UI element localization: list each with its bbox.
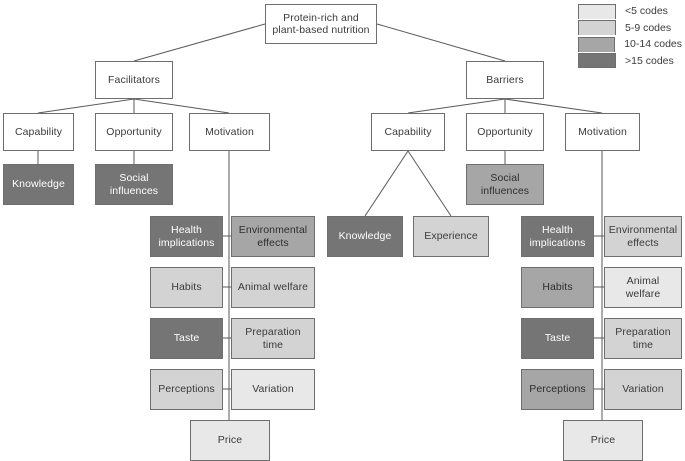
node-bar-mot-animal-welfare[interactable]: Animal welfare	[604, 267, 682, 308]
node-fac-opp-social-influences-label: Social influences	[109, 172, 159, 197]
node-bar-mot-habits[interactable]: Habits	[521, 267, 594, 308]
node-barriers-motivation-label: Motivation	[578, 125, 627, 138]
node-bar-cap-experience[interactable]: Experience	[413, 216, 489, 257]
node-facilitators-opportunity[interactable]: Opportunity	[95, 113, 173, 151]
node-bar-mot-perceptions-label: Perceptions	[529, 383, 586, 396]
legend-swatch-lt5	[578, 3, 616, 19]
node-bar-mot-taste[interactable]: Taste	[521, 318, 594, 359]
node-barriers-motivation[interactable]: Motivation	[565, 113, 640, 151]
branch-barriers-label: Barriers	[486, 73, 524, 86]
node-fac-mot-taste[interactable]: Taste	[150, 318, 223, 359]
node-bar-mot-preparation-time-label: Preparation time	[615, 326, 671, 351]
node-fac-mot-environmental-effects[interactable]: Environmental effects	[231, 216, 315, 257]
legend-item-10-14: 10-14 codes	[578, 36, 682, 53]
node-fac-mot-preparation-time[interactable]: Preparation time	[231, 318, 315, 359]
node-facilitators-motivation-label: Motivation	[205, 125, 254, 138]
legend-swatch-5-9	[578, 20, 616, 36]
node-fac-opp-social-influences[interactable]: Social influences	[95, 164, 173, 205]
node-fac-mot-habits[interactable]: Habits	[150, 267, 223, 308]
node-fac-mot-preparation-time-label: Preparation time	[245, 326, 301, 351]
branch-facilitators[interactable]: Facilitators	[95, 61, 173, 99]
node-bar-mot-variation-label: Variation	[622, 383, 664, 396]
node-barriers-capability[interactable]: Capability	[371, 113, 445, 151]
root-node[interactable]: Protein-rich and plant-based nutrition	[265, 4, 377, 44]
legend-label-10-14: 10-14 codes	[624, 38, 682, 51]
legend-swatch-10-14	[578, 36, 616, 52]
node-bar-mot-environmental-effects[interactable]: Environmental effects	[604, 216, 682, 257]
node-bar-opp-social-influences-label: Social influences	[480, 172, 530, 197]
node-bar-mot-preparation-time[interactable]: Preparation time	[604, 318, 682, 359]
node-bar-opp-social-influences[interactable]: Social influences	[466, 164, 544, 205]
node-barriers-opportunity[interactable]: Opportunity	[466, 113, 544, 151]
node-fac-mot-animal-welfare[interactable]: Animal welfare	[231, 267, 315, 308]
legend-label-5-9: 5-9 codes	[625, 21, 672, 34]
node-bar-mot-habits-label: Habits	[542, 281, 573, 294]
node-fac-mot-perceptions-label: Perceptions	[158, 383, 215, 396]
legend: <5 codes 5-9 codes 10-14 codes >15 codes	[578, 3, 682, 69]
legend-label-lt5: <5 codes	[625, 5, 668, 18]
legend-item-lt5: <5 codes	[578, 3, 682, 20]
node-bar-mot-variation[interactable]: Variation	[604, 369, 682, 410]
node-bar-mot-perceptions[interactable]: Perceptions	[521, 369, 594, 410]
node-fac-cap-knowledge[interactable]: Knowledge	[3, 164, 74, 205]
node-fac-mot-variation[interactable]: Variation	[231, 369, 315, 410]
node-bar-mot-health-implications-label: Health implications	[529, 224, 586, 249]
node-fac-mot-health-implications-label: Health implications	[158, 224, 215, 249]
node-fac-mot-health-implications[interactable]: Health implications	[150, 216, 223, 257]
legend-label-gt15: >15 codes	[625, 54, 674, 67]
legend-item-gt15: >15 codes	[578, 53, 682, 70]
legend-swatch-gt15	[578, 53, 616, 69]
branch-barriers[interactable]: Barriers	[466, 61, 544, 99]
node-fac-mot-habits-label: Habits	[171, 281, 202, 294]
node-fac-mot-variation-label: Variation	[252, 383, 294, 396]
branch-facilitators-label: Facilitators	[108, 73, 160, 86]
node-bar-mot-environmental-effects-label: Environmental effects	[608, 224, 678, 249]
root-node-label: Protein-rich and plant-based nutrition	[272, 11, 370, 37]
node-bar-mot-price[interactable]: Price	[563, 420, 643, 461]
node-facilitators-capability-label: Capability	[14, 125, 63, 138]
legend-item-5-9: 5-9 codes	[578, 20, 682, 37]
node-bar-mot-animal-welfare-label: Animal welfare	[625, 275, 661, 300]
node-bar-cap-knowledge[interactable]: Knowledge	[327, 216, 403, 257]
node-facilitators-capability[interactable]: Capability	[3, 113, 74, 151]
node-bar-mot-health-implications[interactable]: Health implications	[521, 216, 594, 257]
node-barriers-opportunity-label: Opportunity	[477, 125, 533, 138]
node-bar-cap-knowledge-label: Knowledge	[338, 230, 392, 243]
node-facilitators-opportunity-label: Opportunity	[106, 125, 162, 138]
node-bar-cap-experience-label: Experience	[424, 230, 478, 243]
node-fac-mot-price[interactable]: Price	[190, 420, 270, 461]
node-bar-mot-price-label: Price	[590, 434, 616, 447]
node-fac-mot-perceptions[interactable]: Perceptions	[150, 369, 223, 410]
node-fac-cap-knowledge-label: Knowledge	[12, 178, 65, 191]
node-fac-mot-price-label: Price	[217, 434, 243, 447]
node-fac-mot-taste-label: Taste	[173, 332, 200, 345]
node-fac-mot-environmental-effects-label: Environmental effects	[238, 224, 308, 249]
node-barriers-capability-label: Capability	[384, 125, 432, 138]
node-facilitators-motivation[interactable]: Motivation	[189, 113, 270, 151]
node-fac-mot-animal-welfare-label: Animal welfare	[237, 281, 309, 294]
node-bar-mot-taste-label: Taste	[544, 332, 571, 345]
